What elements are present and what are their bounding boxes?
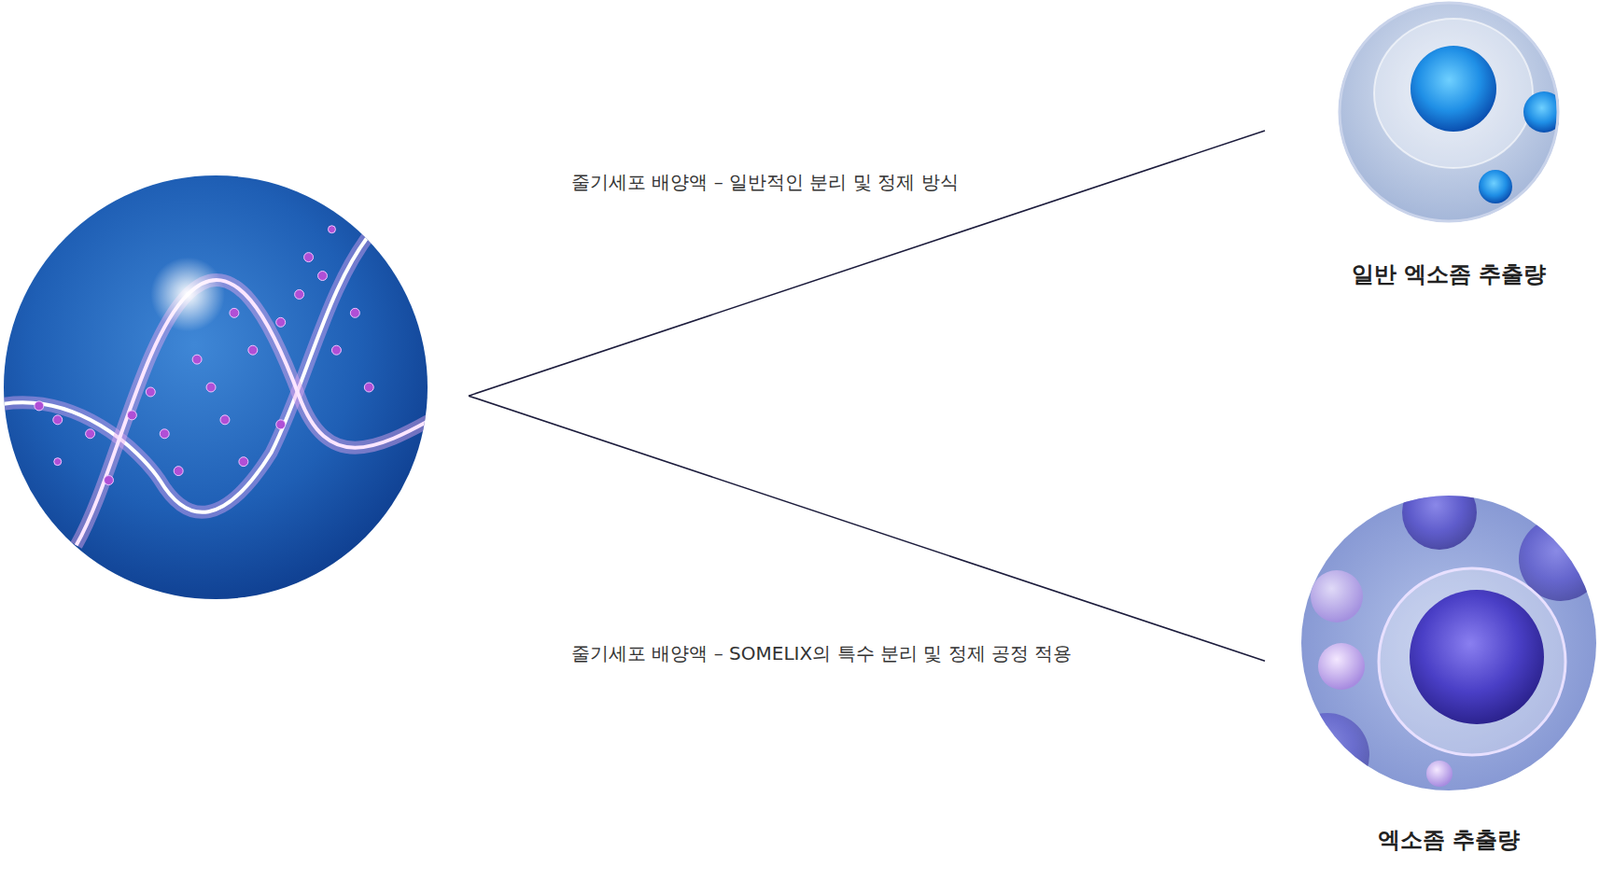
yield-caption: 엑소좀 추출량 [1377, 825, 1520, 856]
cell-illustration [1336, 0, 1561, 225]
yield-caption: 일반 엑소좀 추출량 [1351, 259, 1547, 290]
connector-line [468, 130, 1265, 396]
edge-label: 줄기세포 배양액 – 일반적인 분리 및 정제 방식 [568, 168, 962, 197]
dna-illustration [1, 173, 430, 602]
dna-circle [1, 173, 430, 602]
exosome-illustration [1299, 493, 1599, 793]
edge-label: 줄기세포 배양액 – SOMELIX의 특수 분리 및 정제 공정 적용 [568, 640, 1075, 668]
result-circle: 일반 엑소좀 추출량 [1336, 0, 1561, 225]
connector-line [468, 395, 1265, 661]
result-circle: 엑소좀 추출량 [1299, 493, 1599, 793]
